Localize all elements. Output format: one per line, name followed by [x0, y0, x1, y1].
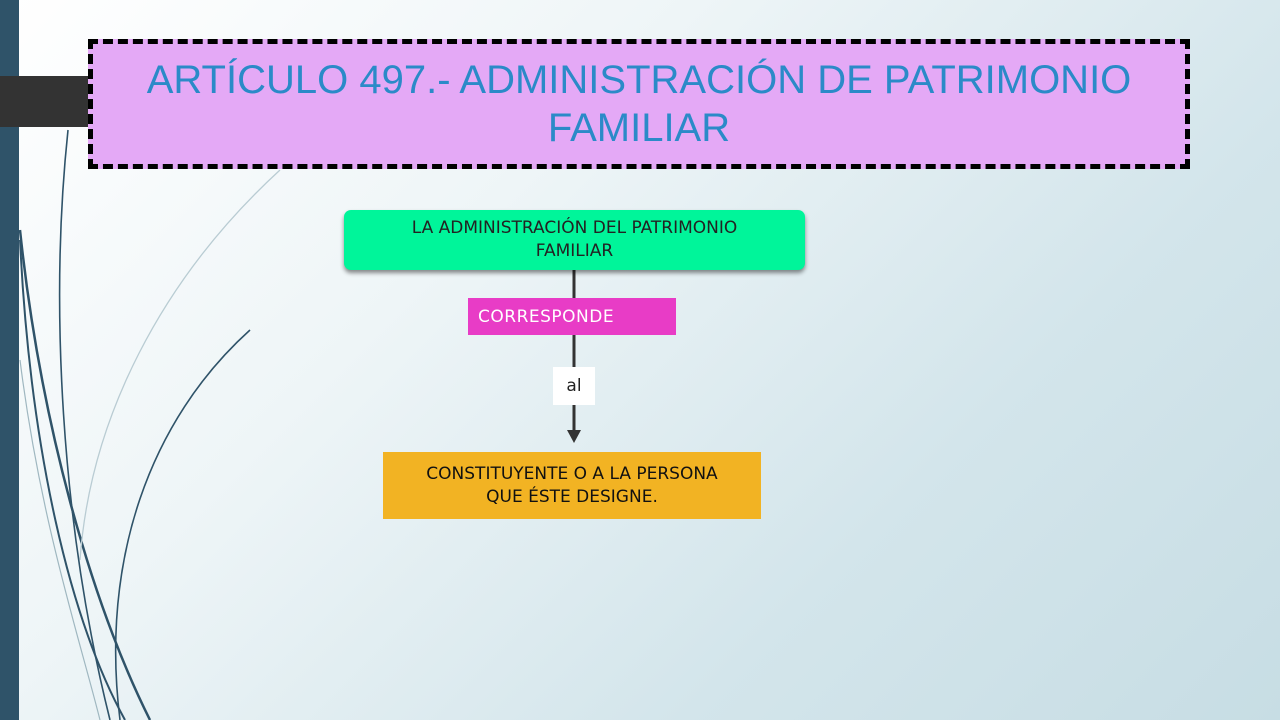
node-administracion-label: LA ADMINISTRACIÓN DEL PATRIMONIO FAMILIA…: [411, 218, 738, 261]
node-constituyente: CONSTITUYENTE O A LA PERSONA QUE ÉSTE DE…: [383, 452, 761, 519]
edge-label-corresponde: CORRESPONDE: [468, 298, 676, 335]
node-constituyente-label: CONSTITUYENTE O A LA PERSONA QUE ÉSTE DE…: [426, 463, 718, 507]
edge-label-al: al: [553, 367, 595, 405]
side-accent-bar: [0, 0, 19, 720]
edge-label-al-text: al: [566, 376, 582, 396]
edge-label-corresponde-text: CORRESPONDE: [478, 306, 615, 327]
page-title: ARTÍCULO 497.- ADMINISTRACIÓN DE PATRIMO…: [146, 58, 1132, 150]
side-tab-block: [0, 76, 88, 127]
node-administracion: LA ADMINISTRACIÓN DEL PATRIMONIO FAMILIA…: [344, 210, 805, 270]
title-box: ARTÍCULO 497.- ADMINISTRACIÓN DE PATRIMO…: [88, 39, 1190, 169]
